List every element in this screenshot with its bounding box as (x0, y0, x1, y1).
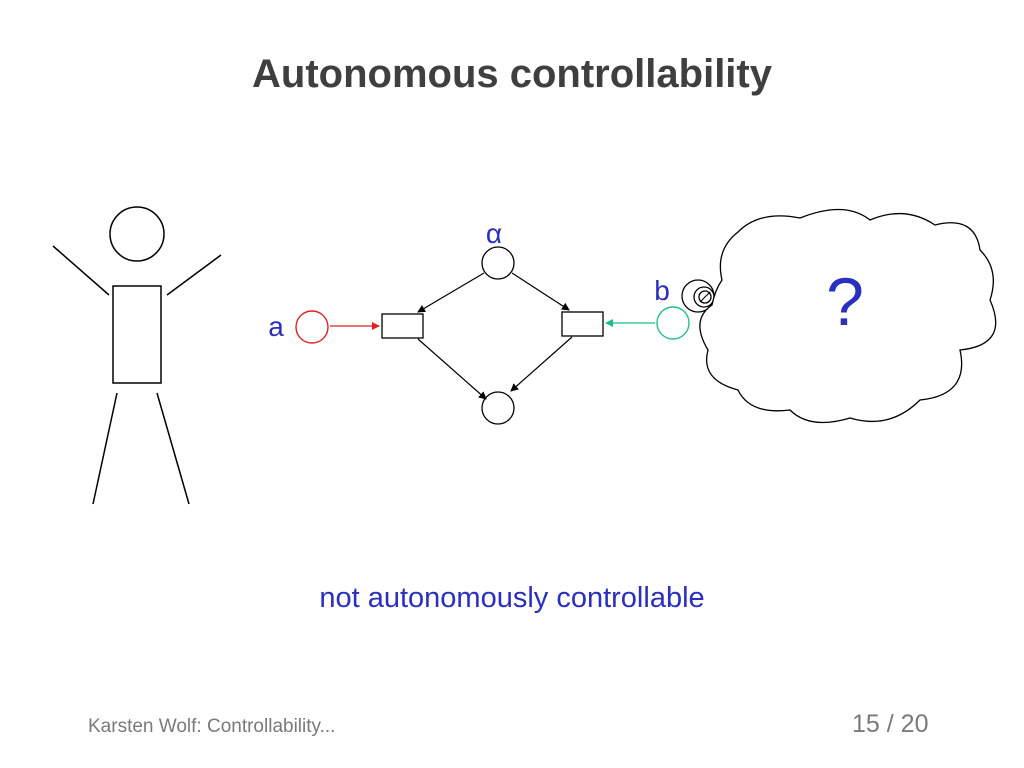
petri-net: α a b (268, 218, 690, 425)
stick-figure-left-arm (52, 245, 110, 296)
slide-caption: not autonomously controllable (319, 582, 705, 614)
place-bottom (481, 391, 515, 425)
page-total: 20 (900, 710, 929, 738)
thought-cloud: ? (681, 208, 997, 424)
stick-figure-head (109, 206, 165, 262)
place-alpha (481, 246, 515, 280)
label-b: b (654, 275, 670, 306)
stick-figure-right-arm (166, 254, 222, 296)
place-a (295, 310, 329, 344)
arc-right-transition-to-bottom (510, 336, 573, 392)
arc-left-transition-to-bottom (417, 338, 487, 400)
arc-alpha-to-right-transition (511, 272, 570, 311)
page-separator: / (886, 710, 894, 738)
label-alpha: α (486, 218, 502, 249)
thought-question-mark: ? (826, 264, 864, 340)
arc-alpha-to-left-transition (417, 272, 485, 313)
place-b (656, 306, 690, 340)
stick-figure-right-leg (156, 392, 190, 505)
transition-left (381, 313, 424, 339)
page-current: 15 (852, 710, 880, 738)
stick-figure-body (112, 285, 162, 384)
footer-author: Karsten Wolf: Controllability... (88, 716, 336, 737)
slide-title: Autonomous controllability (252, 52, 772, 96)
label-a: a (268, 311, 284, 342)
page-number: 15 / 20 (852, 710, 928, 739)
stick-figure-left-leg (92, 392, 118, 505)
thought-bubble-slash (699, 291, 711, 303)
stick-figure (52, 206, 222, 505)
transition-right (561, 311, 604, 337)
thought-cloud-outline (699, 208, 997, 424)
